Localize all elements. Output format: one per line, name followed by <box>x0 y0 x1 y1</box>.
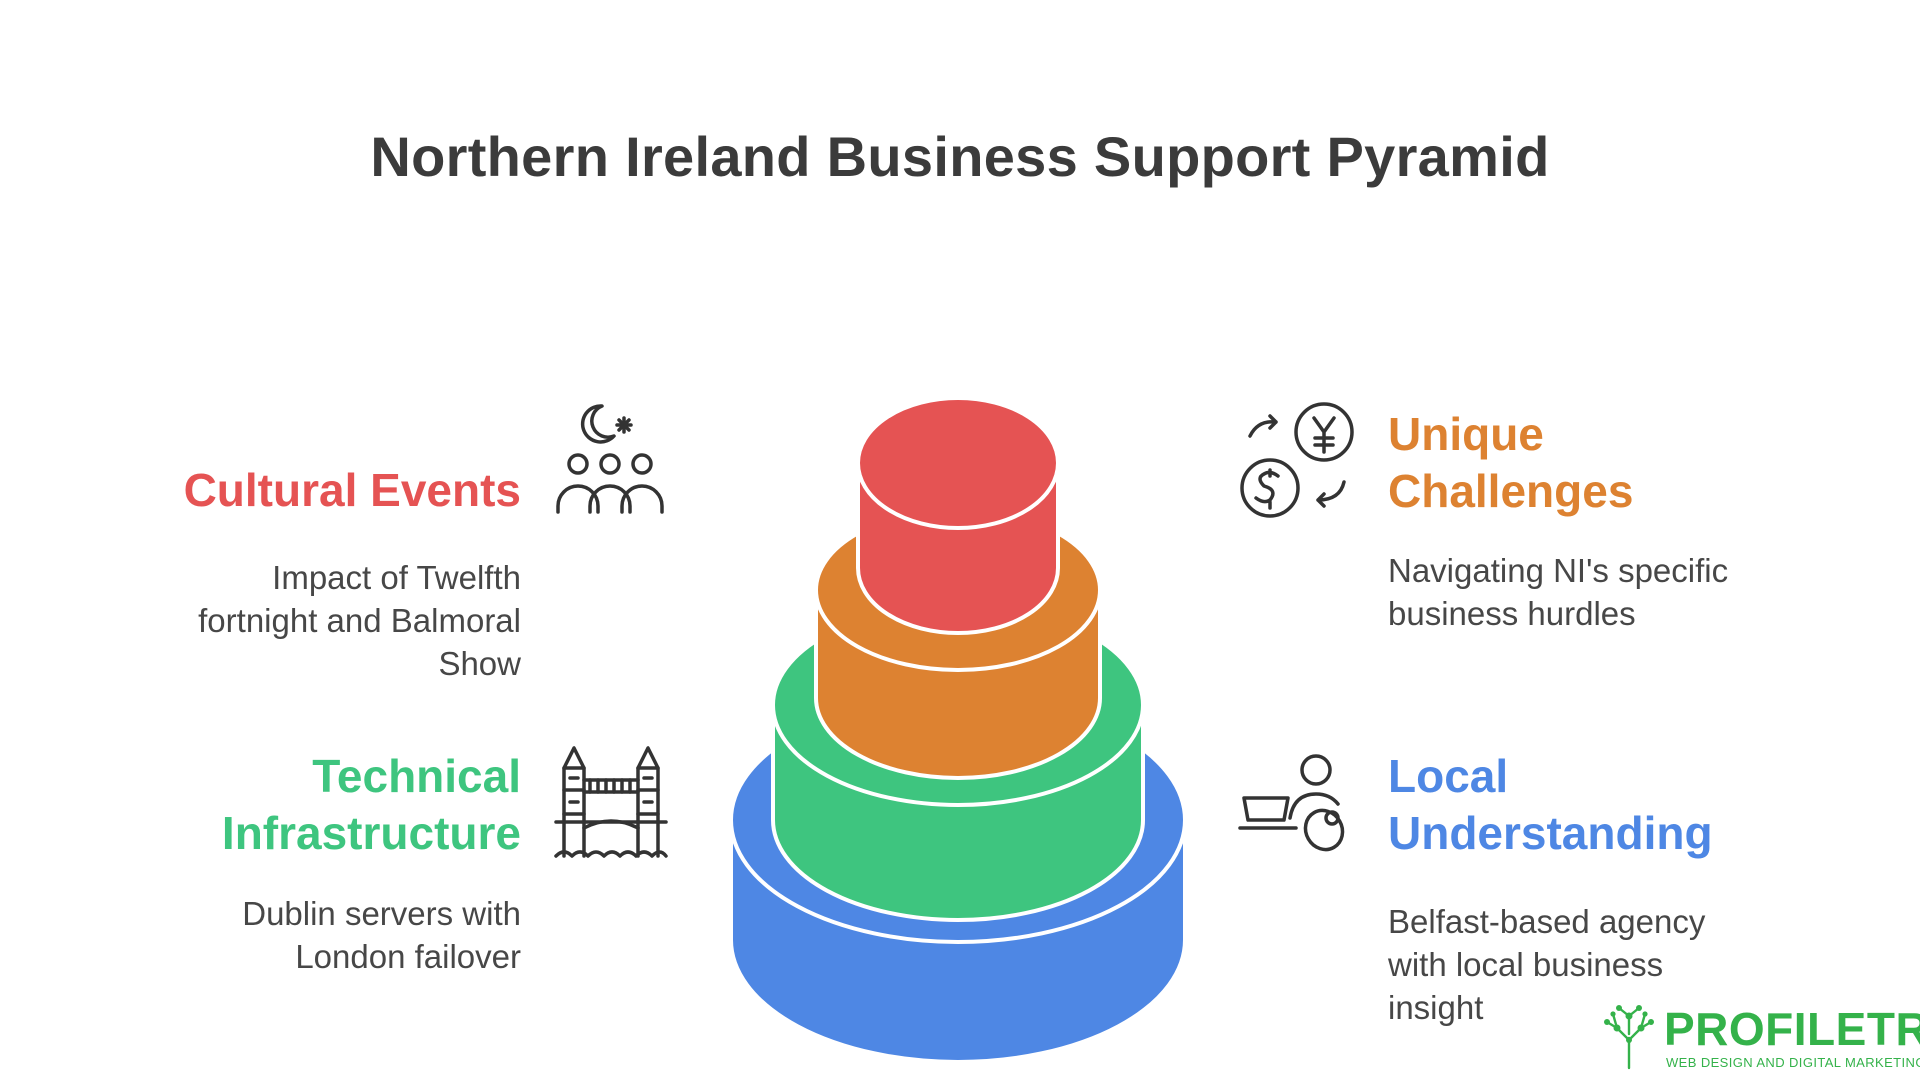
cultural-events-desc-line: Show <box>438 645 521 682</box>
local-understanding-heading-line: Understanding <box>1388 807 1713 859</box>
unique-challenges-heading: Unique Challenges <box>1388 406 1633 520</box>
cultural-events-description: Impact of Twelfth fortnight and Balmoral… <box>198 556 521 685</box>
tree-network-icon <box>1604 1005 1654 1070</box>
profiletree-logo: PROFILETREE WEB DESIGN AND DIGITAL MARKE… <box>1598 1000 1920 1072</box>
unique-challenges-desc-line: business hurdles <box>1388 595 1636 632</box>
technical-infrastructure-desc-line: London failover <box>295 938 521 975</box>
unique-challenges-heading-line: Unique <box>1388 408 1544 460</box>
logo-tagline: WEB DESIGN AND DIGITAL MARKETING <box>1666 1055 1920 1070</box>
local-understanding-description: Belfast-based agency with local business… <box>1388 900 1705 1029</box>
local-understanding-desc-line: Belfast-based agency <box>1388 903 1706 940</box>
cultural-events-heading-text: Cultural Events <box>183 464 521 516</box>
unique-challenges-heading-line: Challenges <box>1388 465 1634 517</box>
unique-challenges-desc-line: Navigating NI's specific <box>1388 552 1729 589</box>
currency-exchange-icon <box>1238 400 1358 520</box>
moon-star-people-icon <box>552 400 674 522</box>
cultural-events-desc-line: Impact of Twelfth <box>272 559 521 596</box>
local-understanding-heading-line: Local <box>1388 750 1509 802</box>
logo-wordmark: PROFILETREE <box>1664 1003 1920 1055</box>
technical-infrastructure-heading-line: Infrastructure <box>221 807 521 859</box>
technical-infrastructure-heading-line: Technical <box>312 750 521 802</box>
technical-infrastructure-desc-line: Dublin servers with <box>242 895 521 932</box>
local-understanding-desc-line: with local business <box>1388 946 1664 983</box>
tier-red-top <box>856 396 1060 530</box>
local-understanding-heading: Local Understanding <box>1388 748 1713 862</box>
tower-bridge-icon <box>552 744 670 860</box>
person-laptop-icon <box>1238 752 1358 856</box>
technical-infrastructure-heading: Technical Infrastructure <box>222 748 521 862</box>
cultural-events-desc-line: fortnight and Balmoral <box>198 602 521 639</box>
unique-challenges-description: Navigating NI's specific business hurdle… <box>1388 549 1728 635</box>
local-understanding-desc-line: insight <box>1388 989 1484 1026</box>
diagram-title: Northern Ireland Business Support Pyrami… <box>370 125 1550 188</box>
cultural-events-heading: Cultural Events <box>184 462 521 519</box>
technical-infrastructure-description: Dublin servers with London failover <box>242 892 521 978</box>
